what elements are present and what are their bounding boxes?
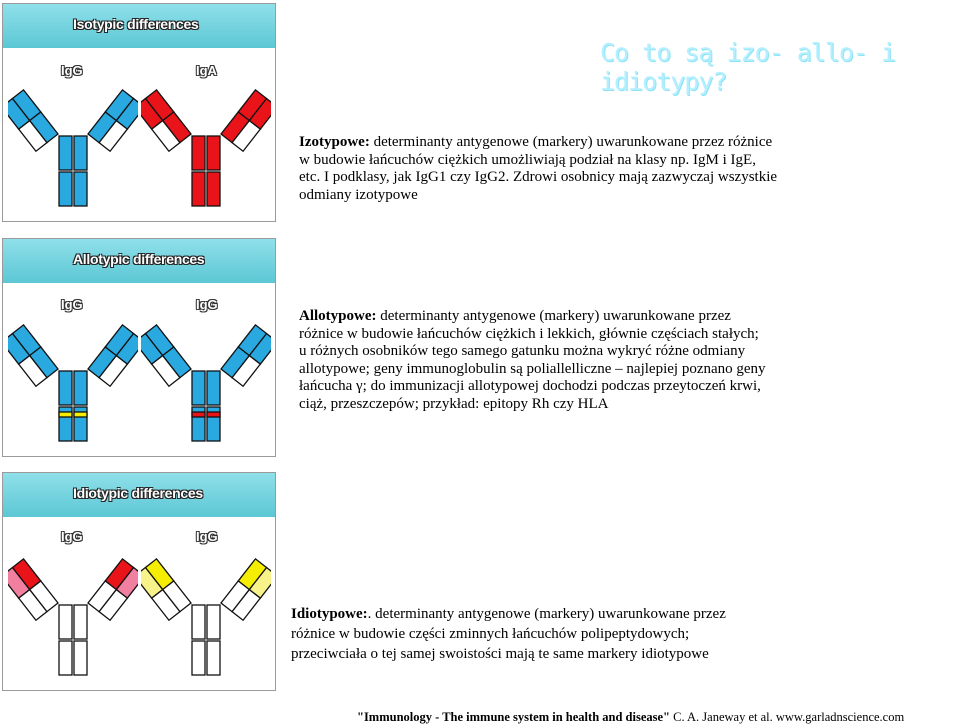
antibody-arm [141, 557, 192, 622]
heavy-chain-constant [161, 346, 192, 379]
allotype-term: Allotypowe: [299, 308, 377, 324]
citation-authors: C. A. Janeway et al. www.garladnscience.… [670, 710, 905, 724]
allotype-description: Allotypowe: determinanty antygenowe (mar… [299, 308, 769, 413]
allotype-text: determinanty antygenowe (markery) uwarun… [299, 308, 766, 412]
heavy-chain-constant [87, 346, 118, 379]
panel-header: Isotypic differences [3, 4, 275, 48]
antibody-label-2: IgG [196, 529, 218, 544]
heavy-chain-constant [28, 580, 59, 613]
antibody-arm [141, 88, 192, 153]
fc-segment [73, 640, 88, 676]
idiotype-description: Idiotypowe:. determinanty antygenowe (ma… [291, 604, 751, 664]
heavy-chain-constant [28, 346, 59, 379]
antibody-label-2: IgA [196, 63, 217, 78]
fc-segment [206, 135, 221, 171]
antibody-diagram-igg [8, 88, 138, 207]
allotype-marker [58, 411, 73, 418]
allotypic-panel: Allotypic differences IgG IgG [2, 238, 276, 457]
fc-segment [73, 171, 88, 207]
fc-segment [206, 370, 221, 406]
idiotype-term: Idiotypowe: [291, 606, 368, 622]
panel-header: Idiotypic differences [3, 473, 275, 517]
antibody-arm [87, 323, 138, 388]
idiotype-text: . determinanty antygenowe (markery) uwar… [291, 606, 726, 662]
allotype-marker [73, 411, 88, 418]
antibody-label-1: IgG [61, 529, 83, 544]
antibody-arm [141, 323, 192, 388]
citation-title: "Immunology - The immune system in healt… [357, 710, 670, 724]
fc-segment [191, 604, 206, 640]
antibody-arm [87, 557, 138, 622]
antibody-diagram-igg-idiotype-a [8, 557, 138, 676]
antibody-arm [8, 323, 59, 388]
heavy-chain-constant [161, 111, 192, 144]
fc-segment [206, 604, 221, 640]
panel-title: Idiotypic differences [73, 485, 203, 501]
idiotypic-panel: Idiotypic differences IgG IgG [2, 472, 276, 691]
antibody-arm [87, 88, 138, 153]
heavy-chain-constant [220, 580, 251, 613]
fc-segment [191, 640, 206, 676]
antibody-diagram-igg-idiotype-b [141, 557, 271, 676]
antibody-label-1: IgG [61, 63, 83, 78]
slide-heading: Co to są izo- allo- i idiotypy? [600, 38, 896, 96]
heavy-chain-constant [220, 111, 251, 144]
fc-segment [191, 370, 206, 406]
antibody-label-1: IgG [61, 297, 83, 312]
isotypic-panel: Isotypic differences IgG IgA [2, 3, 276, 222]
fc-segment [191, 135, 206, 171]
antibody-arm [220, 88, 271, 153]
fc-segment [73, 135, 88, 171]
isotype-description: Izotypowe: determinanty antygenowe (mark… [299, 134, 779, 204]
panel-header: Allotypic differences [3, 239, 275, 283]
antibody-arm [8, 88, 59, 153]
antibody-arm [220, 323, 271, 388]
antibody-label-2: IgG [196, 297, 218, 312]
citation: "Immunology - The immune system in healt… [357, 710, 904, 725]
isotype-text: determinanty antygenowe (markery) uwarun… [299, 134, 778, 203]
antibody-arm [220, 557, 271, 622]
heavy-chain-constant [28, 111, 59, 144]
isotype-term: Izotypowe: [299, 134, 370, 150]
fc-segment [58, 171, 73, 207]
panel-title: Isotypic differences [73, 16, 199, 32]
allotype-marker [206, 411, 221, 418]
heavy-chain-constant [220, 346, 251, 379]
heavy-chain-constant [87, 111, 118, 144]
fc-segment [191, 171, 206, 207]
fc-segment [73, 370, 88, 406]
fc-segment [58, 135, 73, 171]
panel-title: Allotypic differences [73, 251, 205, 267]
antibody-diagram-igg-allotype-a [8, 323, 138, 442]
antibody-arm [8, 557, 59, 622]
fc-segment [58, 370, 73, 406]
fc-segment [73, 604, 88, 640]
heavy-chain-constant [87, 580, 118, 613]
fc-segment [58, 604, 73, 640]
allotype-marker [191, 411, 206, 418]
fc-segment [206, 640, 221, 676]
heavy-chain-constant [161, 580, 192, 613]
fc-segment [58, 640, 73, 676]
fc-segment [206, 171, 221, 207]
antibody-diagram-igg-allotype-b [141, 323, 271, 442]
antibody-diagram-iga [141, 88, 271, 207]
